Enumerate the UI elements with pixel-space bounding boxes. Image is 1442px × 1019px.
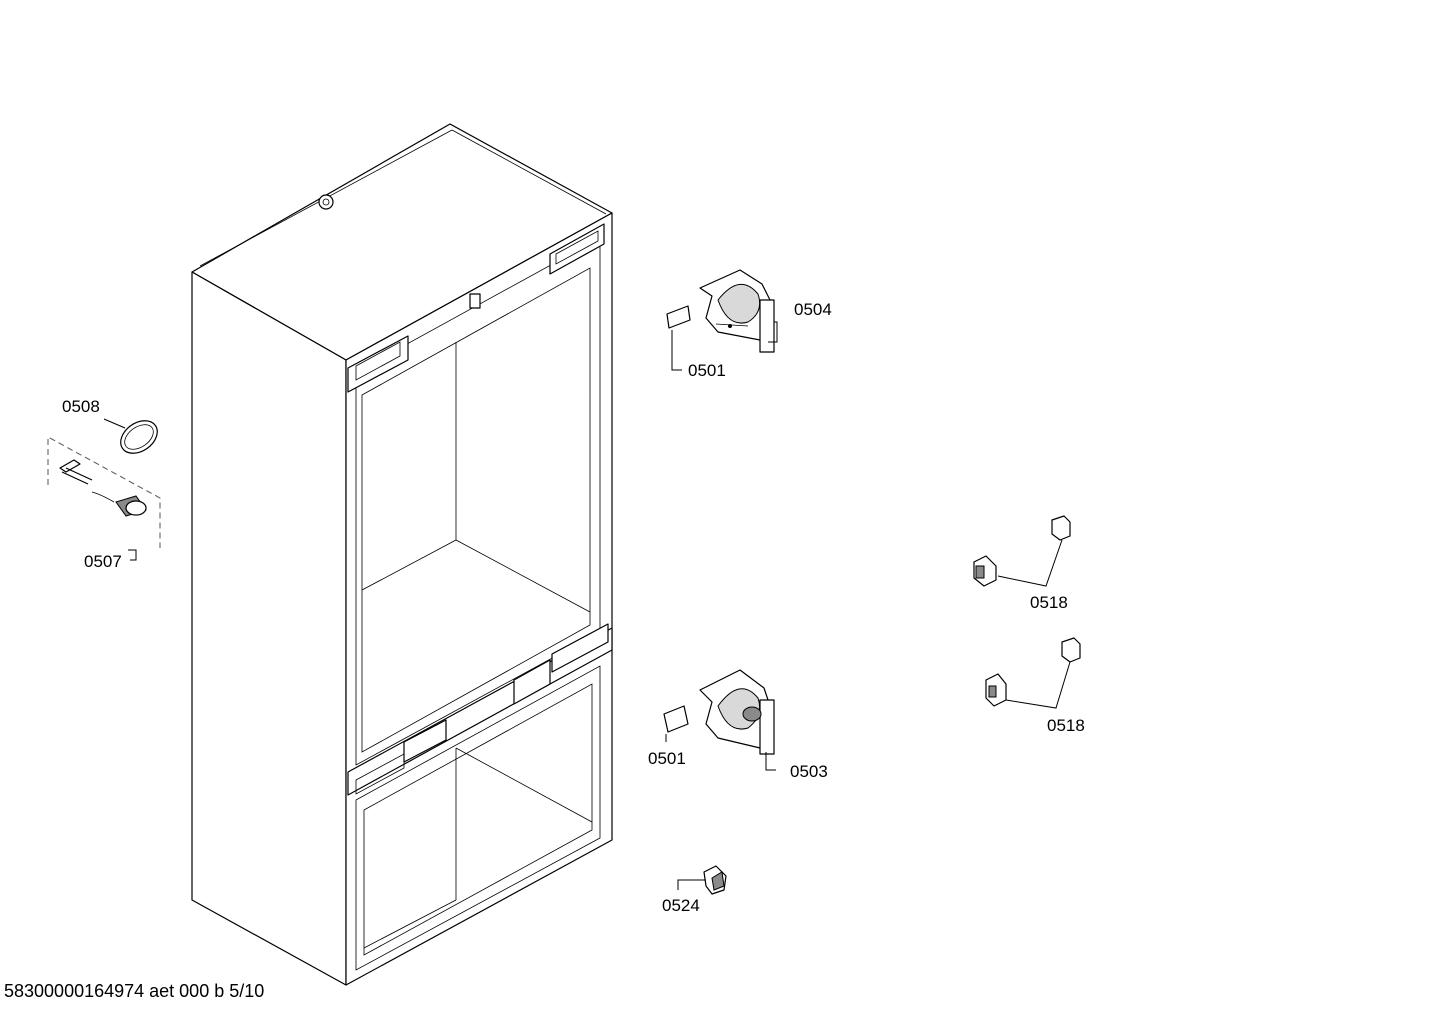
label-0507: 0507 xyxy=(84,552,122,571)
label-0501-top: 0501 xyxy=(688,361,726,380)
clip-part xyxy=(703,865,727,895)
bracket-set-lower xyxy=(985,637,1081,707)
top-port-icon xyxy=(318,194,334,210)
adhesive-pad-bottom xyxy=(663,705,689,733)
label-0524: 0524 xyxy=(662,896,700,915)
adhesive-pad-top xyxy=(666,305,691,329)
cabinet-body xyxy=(191,123,613,986)
label-0508: 0508 xyxy=(62,397,100,416)
label-0501-bottom: 0501 xyxy=(648,749,686,768)
bracket-set-upper xyxy=(973,515,1071,587)
sensor-assembly xyxy=(47,436,161,548)
label-0518-upper: 0518 xyxy=(1030,593,1068,612)
label-0504: 0504 xyxy=(794,300,832,319)
top-hinge xyxy=(699,269,775,353)
label-0503: 0503 xyxy=(790,762,828,781)
drawing-number: 58300000164974 aet 000 b 5/10 xyxy=(4,981,265,1001)
ring-part xyxy=(103,418,158,454)
bottom-hinge xyxy=(699,669,775,755)
label-0518-lower: 0518 xyxy=(1047,716,1085,735)
